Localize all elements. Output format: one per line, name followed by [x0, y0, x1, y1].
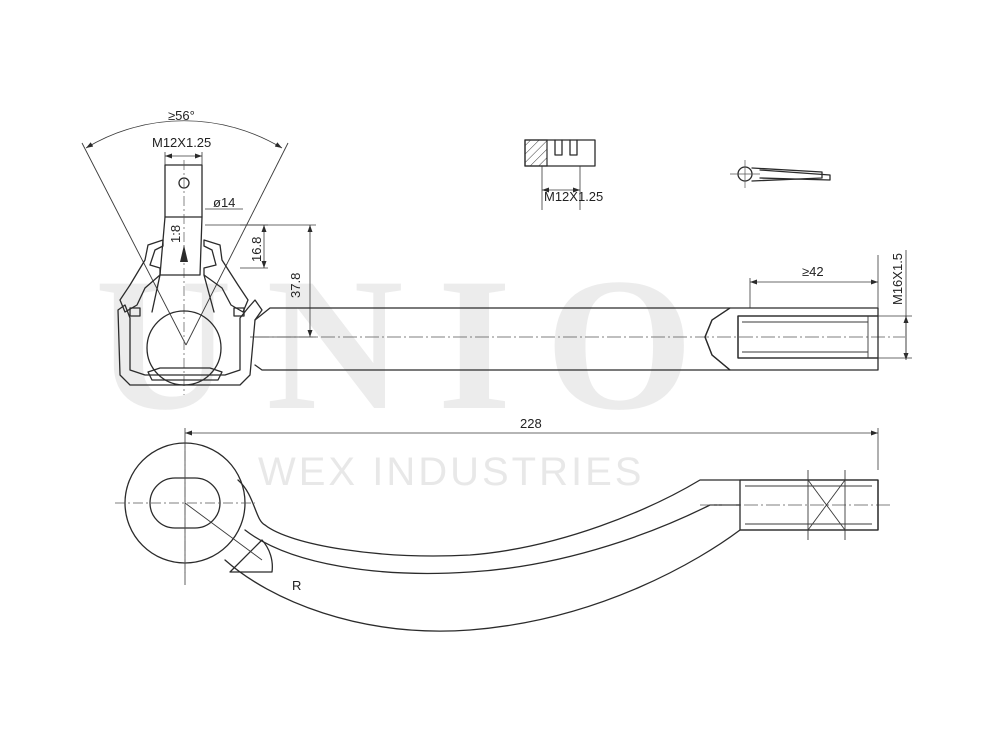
cotter-pin — [730, 160, 831, 188]
angle-line-right — [185, 142, 289, 346]
threaded-socket — [704, 307, 879, 371]
thread-depth-label: ≥42 — [802, 264, 824, 279]
rod-thread-label: M16X1.5 — [890, 253, 905, 305]
stud-thread-label: M12X1.25 — [152, 135, 211, 150]
height-large-label: 37.8 — [288, 273, 303, 298]
tie-rod-side-view: 228 R — [115, 416, 890, 632]
watermark-logo: UNIO — [95, 240, 727, 450]
angle-arc — [85, 120, 283, 149]
stud-diameter-label: ø14 — [213, 195, 235, 210]
rod-top-view: ≥42 M16X1.5 — [254, 250, 912, 371]
angle-label: ≥56° — [168, 108, 195, 123]
castle-nut: M12X1.25 — [524, 139, 603, 210]
ball-joint-section: ≥56° M12X1.25 ø14 1:8 16.8 — [81, 108, 316, 395]
stud-top — [164, 164, 203, 218]
dust-boot-right — [203, 239, 249, 313]
housing — [117, 299, 263, 386]
watermark-company: WEX INDUSTRIES — [258, 450, 644, 494]
ball — [146, 310, 222, 386]
arm-inner — [244, 504, 741, 575]
height-small-label: 16.8 — [249, 237, 264, 262]
length-label: 228 — [520, 416, 542, 431]
angle-line-left — [81, 142, 187, 346]
dust-boot-left — [119, 239, 164, 313]
arm-outline — [224, 479, 879, 632]
side-mark: R — [292, 578, 301, 593]
ball-seat — [147, 367, 223, 381]
nut-thread-label: M12X1.25 — [544, 189, 603, 204]
taper-label: 1:8 — [168, 225, 183, 243]
